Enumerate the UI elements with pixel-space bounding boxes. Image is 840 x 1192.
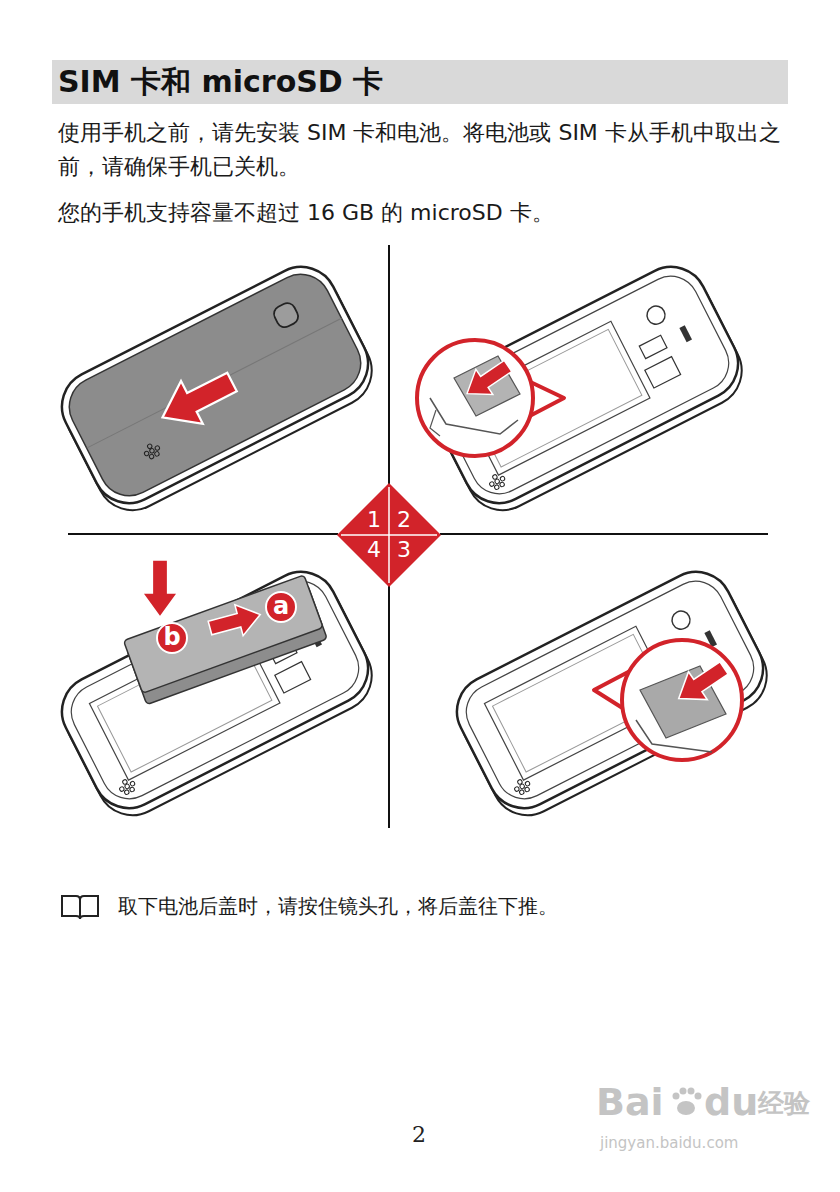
insert-arrow (459, 353, 517, 406)
step-number-diamond: 1243 (337, 483, 441, 587)
magnifier-circle (622, 640, 742, 760)
note-text: 取下电池后盖时，请按住镜头孔，将后盖往下推。 (118, 891, 808, 921)
watermark: du (704, 1080, 758, 1124)
panel-battery (50, 560, 384, 828)
step-number: 2 (397, 509, 411, 531)
callout-circle: a (265, 591, 297, 623)
body-text: 使用手机之前，请先安装 SIM 卡和电池。将电池或 SIM 卡从手机中取出之前，… (58, 116, 792, 184)
divider-line (388, 582, 390, 828)
divider-line (68, 533, 338, 535)
phone-body (50, 560, 384, 828)
divider-line (388, 245, 390, 488)
insert-arrow (669, 654, 733, 712)
slide-arrow (206, 599, 265, 643)
paw-toe (673, 1093, 680, 1100)
panel-cover (50, 255, 384, 523)
diamond-shape (337, 483, 441, 587)
page-number: 2 (412, 1121, 426, 1149)
phone-body (420, 255, 754, 523)
step-number: 1 (367, 509, 381, 531)
step-number: 4 (367, 539, 381, 561)
watermark: 经验 (758, 1087, 810, 1119)
paw-toe (688, 1088, 695, 1095)
phone-body (445, 560, 779, 828)
callout-letter: b (163, 625, 180, 649)
note-icon (62, 896, 98, 919)
callout-letter: a (273, 594, 289, 618)
watermark-paw (673, 1088, 702, 1116)
phone-back-cover (50, 255, 384, 523)
paw-toe (695, 1093, 702, 1100)
diamond-divider (341, 534, 437, 536)
panel-sim (445, 560, 779, 828)
panel-microsd (420, 255, 754, 523)
watermark: jingyan.baidu.com (600, 1134, 738, 1152)
step-number: 3 (397, 539, 411, 561)
watermark: Bai (596, 1080, 664, 1124)
callout-circle: b (156, 622, 188, 654)
press-arrow (142, 560, 177, 617)
paw-toe (680, 1088, 687, 1095)
section-title: SIM 卡和 microSD 卡 (58, 63, 383, 101)
magnifier-circle (417, 340, 533, 456)
paw-pad (677, 1101, 695, 1115)
slot-outline (430, 410, 440, 436)
diamond-fill (337, 483, 441, 587)
slide-arrow (152, 361, 243, 439)
divider-line (440, 533, 768, 535)
body-text: 您的手机支持容量不超过 16 GB 的 microSD 卡。 (58, 196, 792, 230)
